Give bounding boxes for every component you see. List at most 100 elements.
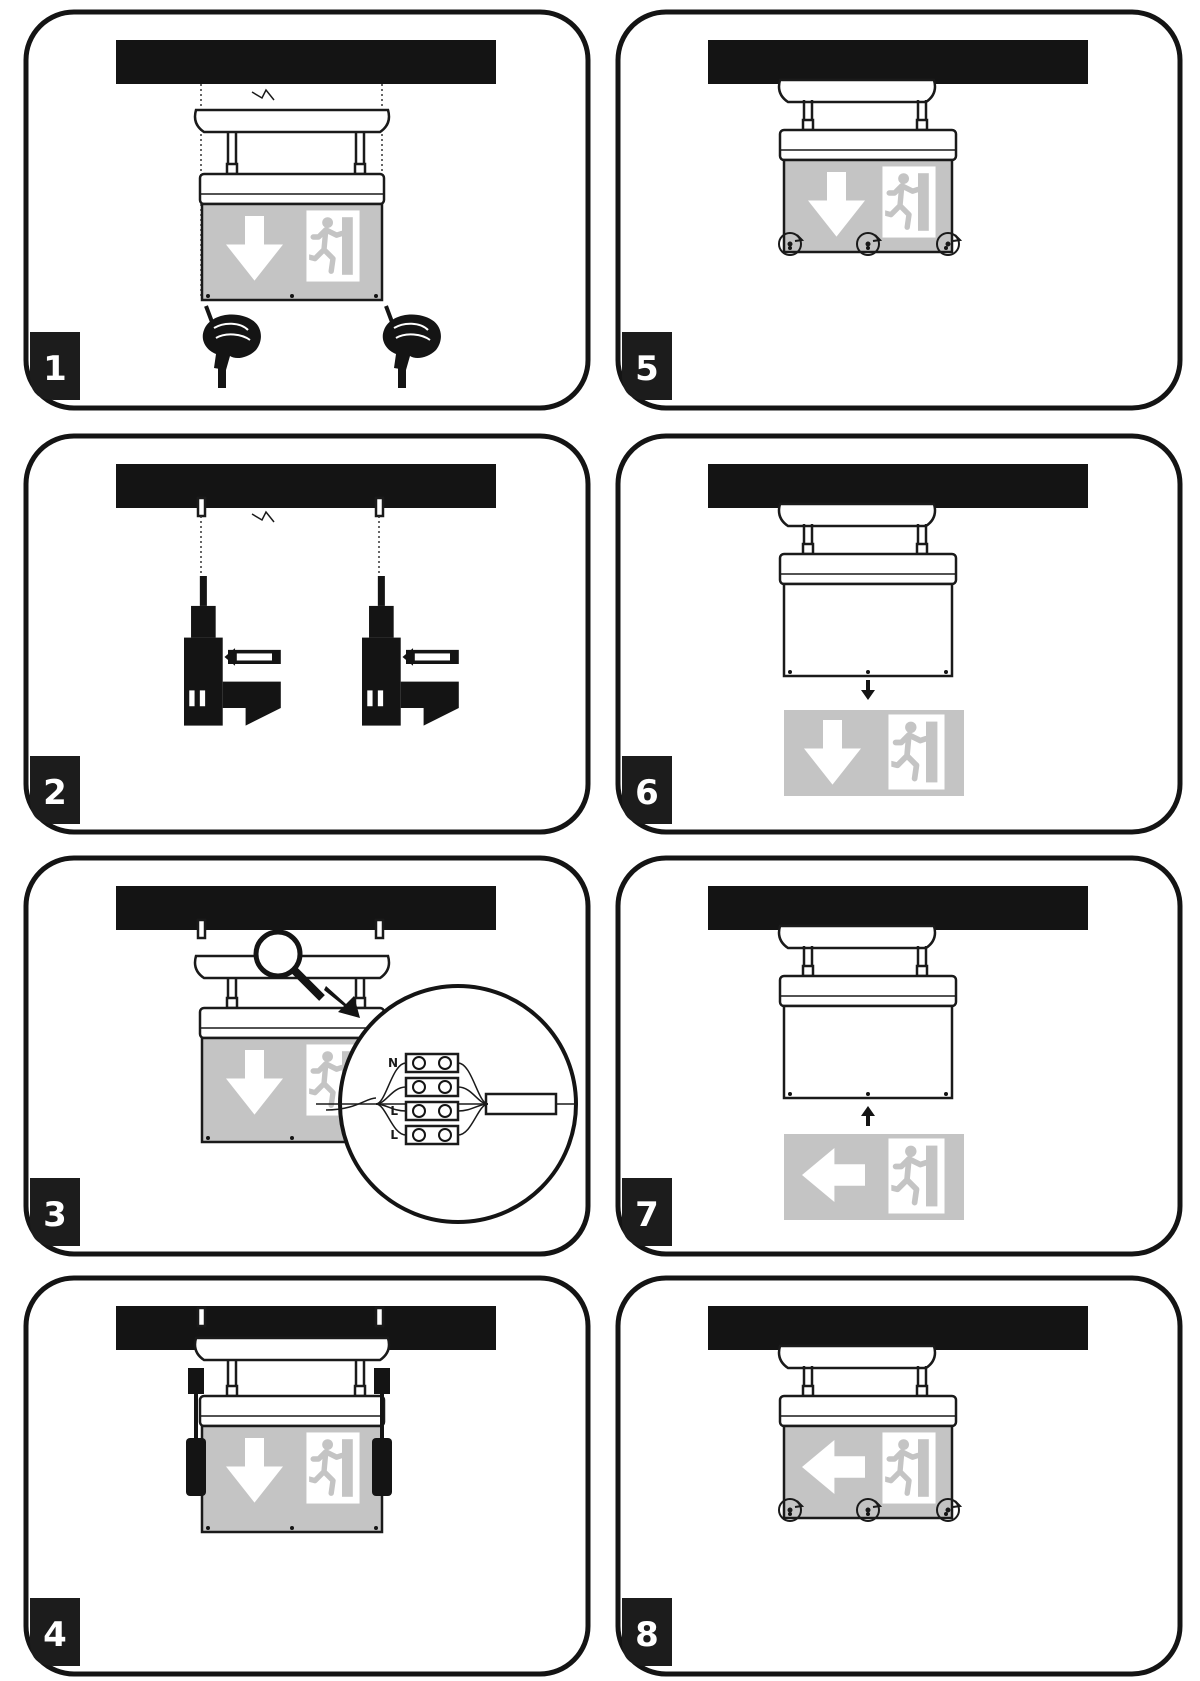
step-number: 3: [43, 1195, 67, 1235]
screw-dot: [290, 1136, 294, 1140]
screwdriver-icon: [374, 1368, 390, 1394]
step-badge: [622, 332, 672, 400]
ceiling-bar: [116, 886, 496, 930]
step-badge: [30, 1178, 80, 1246]
rod-nut: [915, 118, 929, 132]
mains-cable: [484, 1092, 558, 1116]
sign-housing: [198, 172, 386, 206]
running-man-icon: [308, 1434, 358, 1502]
ceiling-bar: [708, 886, 1088, 930]
screw-dot: [944, 246, 948, 250]
sign-housing: [778, 128, 958, 162]
step-number: 1: [43, 349, 67, 389]
pointer-arrow-icon: [324, 986, 360, 1018]
rod-nut: [915, 964, 929, 978]
running-man-icon: [884, 168, 934, 236]
step-badge: [30, 756, 80, 824]
ceiling-bar: [708, 1306, 1088, 1350]
screw-dot: [206, 1526, 210, 1530]
step-badge: [30, 1598, 80, 1666]
base-plate: [777, 924, 937, 950]
screw-dot: [866, 1092, 870, 1096]
step-number: 4: [43, 1615, 67, 1655]
cable-icon: [251, 510, 275, 523]
step-panel-1: 1: [23, 9, 591, 411]
screw-dot: [374, 1526, 378, 1530]
screw-dot: [944, 1092, 948, 1096]
rod-nut: [353, 162, 367, 176]
step-badge: [622, 1598, 672, 1666]
step-badge: [622, 1178, 672, 1246]
ceiling-bar: [708, 464, 1088, 508]
screw-dot: [788, 1512, 792, 1516]
internal-wire: [325, 1097, 377, 1111]
step-badge: [30, 332, 80, 400]
down-arrow-icon: [861, 680, 875, 700]
screw-dot: [944, 670, 948, 674]
screw-dot: [290, 294, 294, 298]
screw-dot: [944, 1512, 948, 1516]
wall-plug-icon: [374, 918, 385, 940]
sign-frame: [782, 582, 954, 678]
screw-dot: [866, 1512, 870, 1516]
terminal-screw: [438, 1104, 452, 1118]
wall-plug-icon: [374, 1306, 385, 1328]
wall-plug-icon: [196, 1306, 207, 1328]
ceiling-bar: [116, 40, 496, 84]
sign-housing: [778, 974, 958, 1008]
base-plate: [193, 1336, 391, 1362]
step-panel-2: 2: [23, 433, 591, 835]
running-man-icon: [884, 1434, 934, 1502]
running-man-icon: [890, 716, 943, 788]
ceiling-bar: [708, 40, 1088, 84]
terminal-wire: [457, 1103, 489, 1136]
screw-dot: [866, 246, 870, 250]
terminal-screw: [412, 1128, 426, 1142]
step-panel-5: 5: [615, 9, 1183, 411]
magnifier-handle: [291, 967, 325, 1001]
step-badge: [622, 756, 672, 824]
step-number: 2: [43, 773, 67, 813]
up-arrow-icon: [861, 1106, 875, 1126]
terminal-screw: [412, 1104, 426, 1118]
screw-dot: [206, 1136, 210, 1140]
rod-nut: [353, 1384, 367, 1398]
rod-nut: [225, 996, 239, 1010]
sign-housing: [778, 552, 958, 586]
screwdriver-handle: [186, 1438, 206, 1496]
terminal-screw: [412, 1080, 426, 1094]
base-plate: [777, 502, 937, 528]
terminal-screw: [438, 1080, 452, 1094]
step-number: 8: [635, 1615, 659, 1655]
sign-housing: [198, 1394, 386, 1428]
terminal-screw: [412, 1056, 426, 1070]
step-number: 5: [635, 349, 659, 389]
rod-nut: [801, 964, 815, 978]
terminal-wire: [375, 1103, 407, 1136]
sign-housing: [778, 1394, 958, 1428]
cable-icon: [251, 88, 275, 101]
screwdriver-handle: [372, 1438, 392, 1496]
screw-dot: [290, 1526, 294, 1530]
running-man-icon: [308, 212, 358, 280]
step-panel-6: 6: [615, 433, 1183, 835]
running-man-icon: [890, 1140, 943, 1212]
terminal-label: L: [390, 1104, 398, 1118]
rod-nut: [915, 1384, 929, 1398]
terminal-screw: [438, 1056, 452, 1070]
terminal-label: N: [388, 1056, 398, 1070]
screw-dot: [206, 294, 210, 298]
screw-dot: [788, 246, 792, 250]
base-plate: [777, 78, 937, 104]
rod-nut: [801, 542, 815, 556]
rod-nut: [915, 542, 929, 556]
screw-dot: [788, 670, 792, 674]
screwdriver-icon: [188, 1368, 204, 1394]
terminal-label: L: [390, 1128, 398, 1142]
rod-nut: [801, 118, 815, 132]
panel-frame: [23, 433, 591, 835]
rod-nut: [801, 1384, 815, 1398]
rod-nut: [225, 1384, 239, 1398]
screw-dot: [788, 1092, 792, 1096]
